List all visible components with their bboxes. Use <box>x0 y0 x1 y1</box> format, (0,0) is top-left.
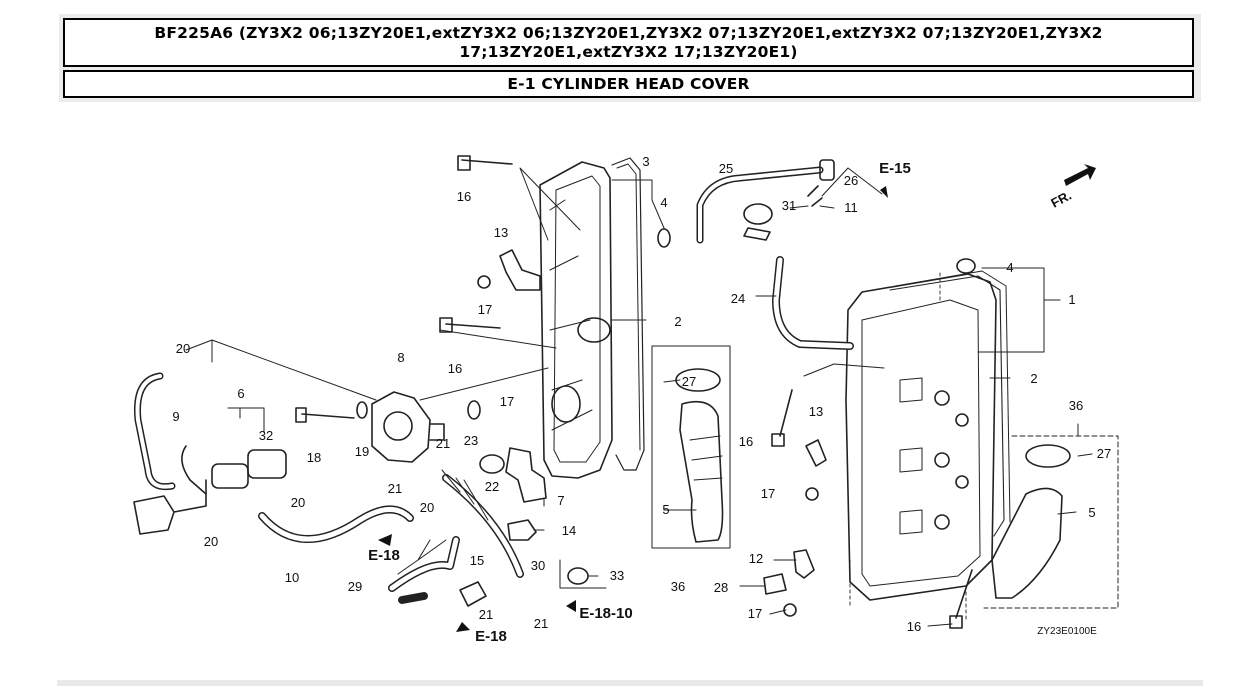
callout-3: 3 <box>642 154 649 169</box>
callout-6: 6 <box>237 386 244 401</box>
callout-22: 22 <box>485 479 499 494</box>
callout-27: 27 <box>682 374 696 389</box>
callout-13: 13 <box>494 225 508 240</box>
arrow-e1810 <box>566 600 576 612</box>
callout-17: 17 <box>761 486 775 501</box>
callout-18: 18 <box>307 450 321 465</box>
callout-4: 4 <box>660 195 667 210</box>
reference-e18-bottom: E-18 <box>475 628 507 645</box>
callout-28: 28 <box>714 580 728 595</box>
callout-30: 30 <box>531 558 545 573</box>
callout-11: 11 <box>844 200 858 215</box>
reference-e18-10: E-18-10 <box>579 605 632 622</box>
throttle-body <box>371 391 431 463</box>
clamp-15 <box>459 581 487 607</box>
callout-20: 20 <box>291 495 305 510</box>
callout-14: 14 <box>562 523 576 538</box>
bolt-16-top <box>457 155 513 171</box>
gasket-rear <box>611 157 645 471</box>
callout-24: 24 <box>731 291 745 306</box>
head-cover-rear <box>539 161 613 479</box>
gasket-front <box>889 275 1005 537</box>
callout-16: 16 <box>739 434 753 449</box>
callout-9: 9 <box>172 409 179 424</box>
callout-20: 20 <box>420 500 434 515</box>
callout-12: 12 <box>749 551 763 566</box>
callout-36: 36 <box>1069 398 1083 413</box>
reference-e18-left: E-18 <box>368 547 400 564</box>
callout-15: 15 <box>470 553 484 568</box>
arrow-e15 <box>880 186 888 198</box>
bolt-16-mid <box>439 317 501 333</box>
callout-8: 8 <box>397 350 404 365</box>
callout-21: 21 <box>534 616 548 631</box>
callout-5: 5 <box>1088 505 1095 520</box>
front-marker: FR. <box>1048 188 1074 211</box>
callout-2: 2 <box>1030 371 1037 386</box>
hose-9 <box>133 372 176 491</box>
callout-32: 32 <box>259 428 273 443</box>
callout-4: 4 <box>1006 260 1013 275</box>
callout-33: 33 <box>610 568 624 583</box>
bracket-12 <box>793 549 815 579</box>
callout-29: 29 <box>348 579 362 594</box>
callout-5: 5 <box>662 502 669 517</box>
drawing-code: ZY23E0100E <box>1037 626 1097 637</box>
callout-31: 31 <box>782 198 796 213</box>
callout-21: 21 <box>436 436 450 451</box>
model-title: BF225A6 (ZY3X2 06;13ZY20E1,extZY3X2 06;1… <box>63 18 1194 67</box>
arrow-e18-left <box>378 534 392 546</box>
intake-tube-left <box>679 400 724 543</box>
callout-layer: 1 2 2 3 4 4 5 5 6 7 8 9 10 11 12 13 13 1… <box>172 154 1111 634</box>
bolt-16-bottom <box>949 569 973 629</box>
intake-tube-right <box>991 487 1063 599</box>
bolt-18 <box>295 407 355 423</box>
callout-20: 20 <box>204 534 218 549</box>
clip-28 <box>763 573 787 595</box>
bracket-7 <box>505 447 547 503</box>
callout-16: 16 <box>457 189 471 204</box>
callout-1: 1 <box>1068 292 1075 307</box>
bracket-13-left <box>499 249 541 291</box>
callout-21: 21 <box>388 481 402 496</box>
callout-2: 2 <box>674 314 681 329</box>
callout-26: 26 <box>844 173 858 188</box>
callout-16: 16 <box>448 361 462 376</box>
callout-17: 17 <box>748 606 762 621</box>
bracket-13-right <box>805 439 827 467</box>
clamp-14 <box>507 519 537 541</box>
callout-17: 17 <box>500 394 514 409</box>
callout-21: 21 <box>479 607 493 622</box>
callout-16: 16 <box>907 619 921 634</box>
callout-17: 17 <box>478 302 492 317</box>
front-arrow-icon <box>1064 164 1096 186</box>
head-cover-front <box>845 273 997 601</box>
callout-10: 10 <box>285 570 299 585</box>
callout-19: 19 <box>355 444 369 459</box>
section-title: E-1 CYLINDER HEAD COVER <box>63 70 1194 98</box>
callout-20: 20 <box>176 341 190 356</box>
callout-23: 23 <box>464 433 478 448</box>
bolt-16-right <box>771 389 793 447</box>
callout-13: 13 <box>809 404 823 419</box>
callout-27: 27 <box>1097 446 1111 461</box>
callout-36: 36 <box>671 579 685 594</box>
callout-7: 7 <box>557 493 564 508</box>
reference-e15: E-15 <box>879 160 911 177</box>
footer-divider <box>57 680 1203 686</box>
arrow-e18-bottom <box>456 622 470 632</box>
callout-25: 25 <box>719 161 733 176</box>
